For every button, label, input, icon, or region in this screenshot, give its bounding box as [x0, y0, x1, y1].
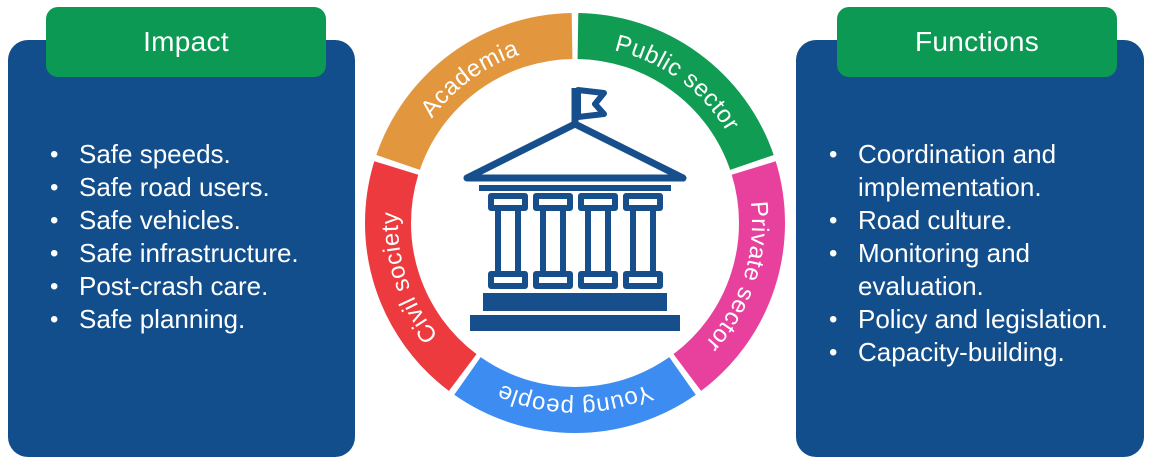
- list-item: Safe planning.: [48, 303, 338, 336]
- impact-title: Impact: [143, 26, 229, 57]
- list-item: Safe infrastructure.: [48, 237, 338, 270]
- ring-segment-young-people: [454, 356, 696, 433]
- functions-header: Functions: [837, 7, 1117, 77]
- impact-header: Impact: [46, 7, 326, 77]
- impact-list: Safe speeds.Safe road users.Safe vehicle…: [48, 138, 338, 336]
- government-building-icon: [463, 87, 687, 331]
- functions-list: Coordination and implementation.Road cul…: [827, 138, 1112, 369]
- functions-title: Functions: [914, 26, 1040, 57]
- building-columns: [488, 193, 663, 289]
- list-item: Coordination and implementation.: [827, 138, 1112, 204]
- list-item: Road culture.: [827, 204, 1112, 237]
- ring-segment-public-sector: [577, 13, 774, 171]
- list-item: Capacity-building.: [827, 336, 1112, 369]
- list-item: Safe road users.: [48, 171, 338, 204]
- ring-segment-civil-society: [365, 161, 477, 391]
- list-item: Post-crash care.: [48, 270, 338, 303]
- impact-panel: Safe speeds.Safe road users.Safe vehicle…: [8, 40, 355, 457]
- ring-segment-private-sector: [673, 161, 785, 391]
- ring-segment-academia: [376, 13, 573, 171]
- building-pediment: [463, 120, 687, 182]
- list-item: Monitoring and evaluation.: [827, 237, 1112, 303]
- list-item: Policy and legislation.: [827, 303, 1112, 336]
- building-flag: [575, 87, 607, 120]
- ring-arcs: [365, 13, 785, 433]
- building-steps: [470, 293, 680, 331]
- list-item: Safe vehicles.: [48, 204, 338, 237]
- list-item: Safe speeds.: [48, 138, 338, 171]
- functions-panel: Coordination and implementation.Road cul…: [796, 40, 1144, 457]
